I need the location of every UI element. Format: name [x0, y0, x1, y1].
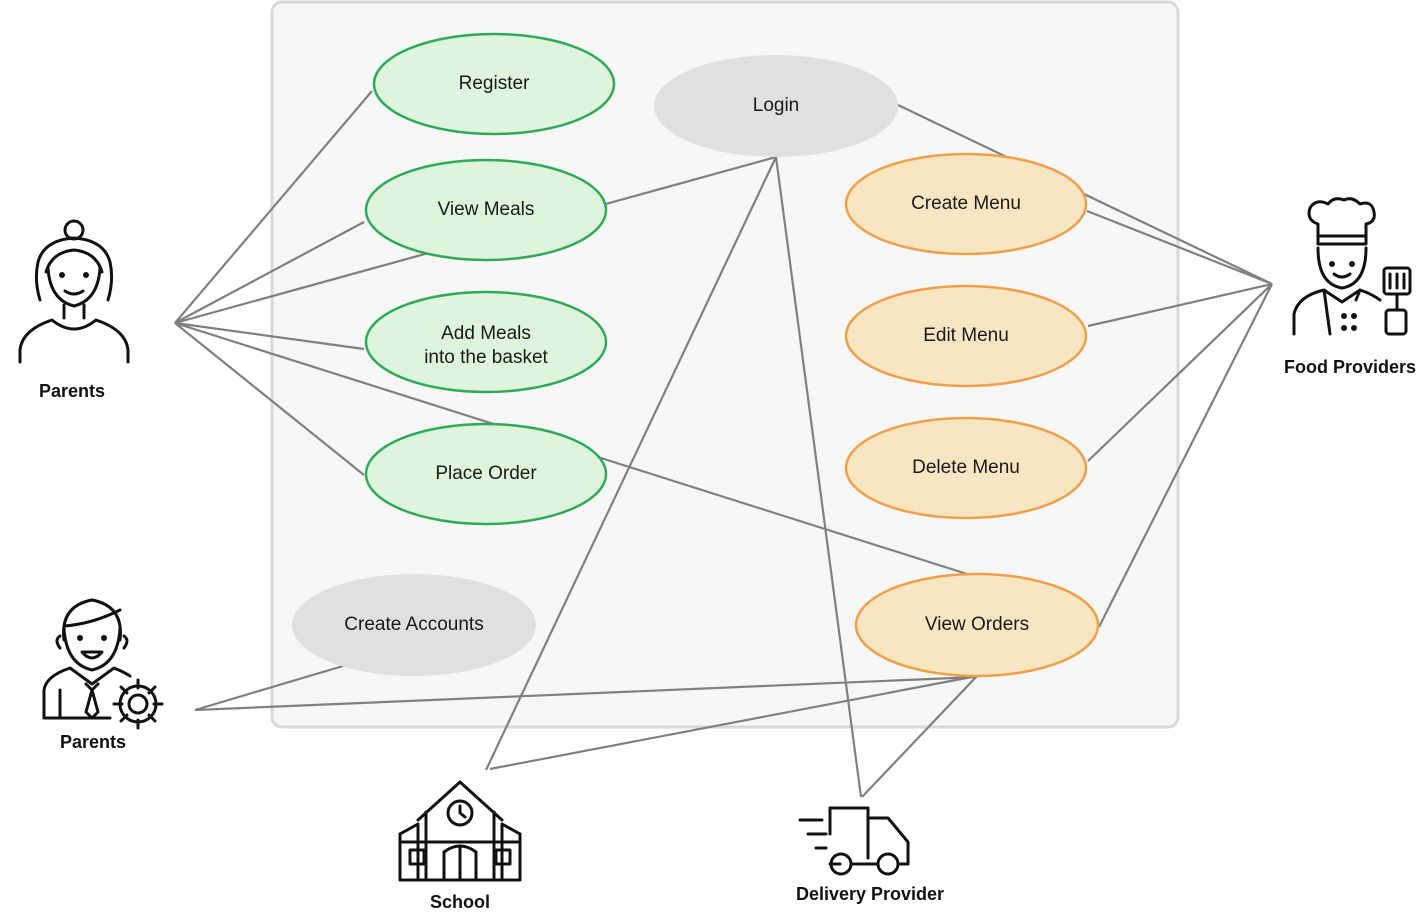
chef-icon	[1292, 197, 1412, 336]
use-case-ellipse	[844, 284, 1088, 388]
use-case-label: View Orders	[925, 614, 1029, 635]
assoc-create-menu-food-providers	[1086, 209, 1273, 286]
assoc-delivery-login	[774, 156, 863, 798]
actor-admin[interactable]: Parents	[42, 598, 164, 752]
use-case-login[interactable]: Login	[654, 55, 898, 157]
use-case-label: Edit Menu	[923, 325, 1009, 346]
use-case-create-menu[interactable]: Create Menu	[844, 152, 1088, 256]
use-case-label: Register	[459, 73, 530, 94]
assoc-parents-view-meals	[174, 221, 365, 324]
actor-label: Delivery Provider	[796, 884, 944, 904]
use-case-label: Place Order	[435, 463, 537, 484]
use-case-label: Login	[753, 95, 800, 116]
assoc-school-view-orders	[489, 674, 978, 771]
use-case-label-line-2: into the basket	[424, 347, 548, 368]
assoc-edit-menu-food-providers	[1087, 282, 1273, 328]
assoc-admin-view-orders	[194, 675, 978, 712]
use-case-edit-menu[interactable]: Edit Menu	[844, 284, 1088, 388]
use-case-label-line-1: Add Meals	[441, 323, 531, 344]
use-case-ellipse	[292, 574, 536, 676]
actor-label: Food Providers	[1284, 357, 1416, 377]
actor-label: Parents	[39, 381, 105, 401]
assoc-view-orders-food-providers	[1098, 283, 1273, 628]
assoc-parents-place-order	[174, 322, 365, 476]
actor-label: School	[430, 892, 490, 912]
actor-food-providers[interactable]: Food Providers	[1284, 197, 1416, 377]
use-case-view-meals[interactable]: View Meals	[364, 158, 608, 262]
assoc-delivery-view-orders	[861, 675, 978, 798]
use-case-place-order[interactable]: Place Order	[364, 422, 608, 526]
use-case-ellipse	[372, 32, 616, 136]
use-case-ellipse	[844, 416, 1088, 520]
actor-label: Parents	[60, 732, 126, 752]
use-case-label: Delete Menu	[912, 457, 1020, 478]
assoc-parents-register	[174, 90, 373, 324]
assoc-school-login	[485, 156, 777, 771]
woman-user-icon	[18, 219, 130, 364]
use-case-add-meals[interactable]: Add Meals into the basket	[364, 290, 608, 394]
school-building-icon	[398, 780, 522, 882]
use-case-ellipse	[364, 422, 608, 526]
delivery-truck-icon	[798, 806, 910, 876]
use-case-delete-menu[interactable]: Delete Menu	[844, 416, 1088, 520]
actor-school[interactable]: School	[398, 780, 522, 912]
assoc-admin-create-accounts	[194, 664, 344, 712]
assoc-parents-add-meals	[174, 321, 365, 351]
use-case-ellipse	[364, 158, 608, 262]
use-case-label: Create Menu	[911, 193, 1021, 214]
use-case-label: Create Accounts	[344, 614, 483, 635]
use-case-ellipse	[654, 55, 898, 157]
use-case-register[interactable]: Register	[372, 32, 616, 136]
use-case-ellipse	[364, 290, 608, 394]
assoc-delete-menu-food-providers	[1087, 283, 1273, 462]
use-case-ellipse	[844, 152, 1088, 256]
actor-parents[interactable]: Parents	[18, 219, 130, 401]
use-case-view-orders[interactable]: View Orders	[854, 572, 1100, 678]
use-case-ellipse	[854, 572, 1100, 678]
use-case-create-accounts[interactable]: Create Accounts	[292, 574, 536, 676]
man-gear-icon	[42, 598, 164, 730]
use-case-label: View Meals	[438, 199, 535, 220]
actor-delivery[interactable]: Delivery Provider	[796, 806, 944, 904]
